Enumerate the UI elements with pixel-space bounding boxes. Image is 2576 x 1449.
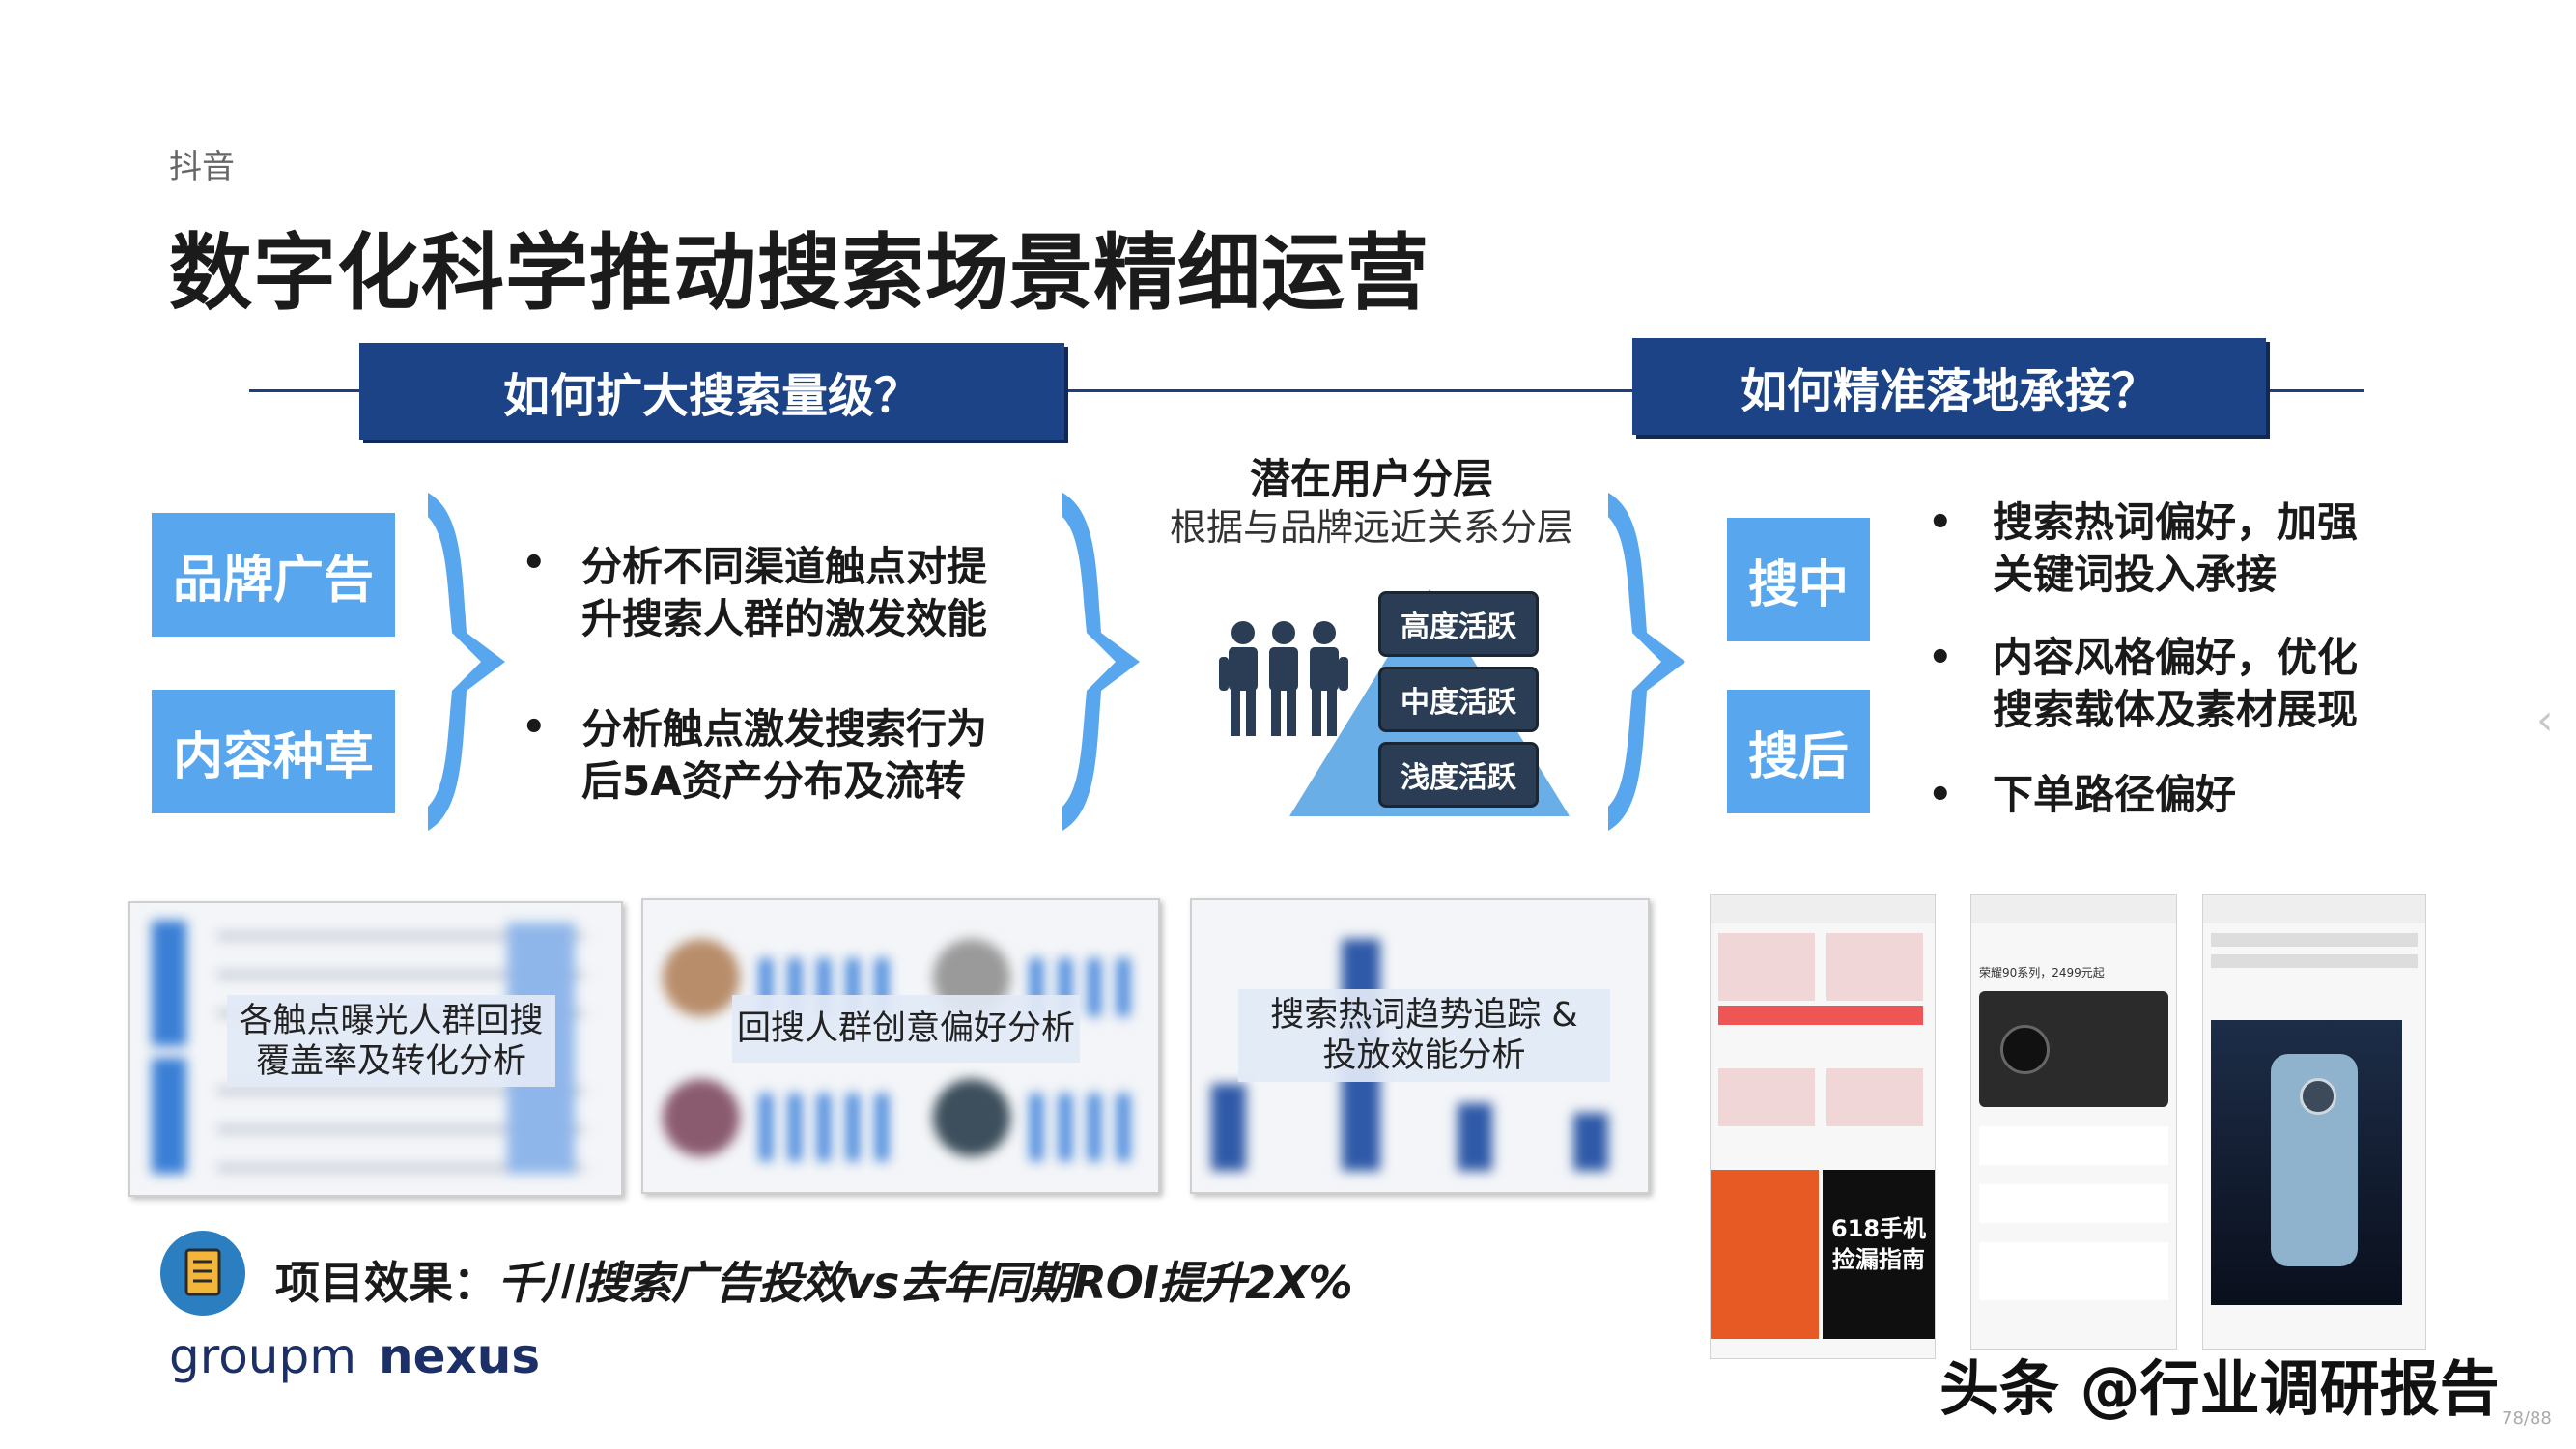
bullet-dot: • xyxy=(1928,500,1953,545)
phone-caption: 荣耀90系列，2499元起 xyxy=(1979,966,2105,980)
right-section-heading: 如何精准落地承接？ xyxy=(1632,338,2266,435)
phone-screenshot-3 xyxy=(2202,894,2426,1350)
left-section-heading: 如何扩大搜索量级？ xyxy=(359,343,1064,440)
bullet-dot: • xyxy=(1928,773,1953,817)
tag-after-search: 搜后 xyxy=(1727,690,1870,813)
analysis-card-3: 搜索热词趋势追踪 &投放效能分析 xyxy=(1190,898,1650,1194)
right-brace-icon xyxy=(1608,493,1685,831)
left-brace-icon xyxy=(428,493,505,831)
source-label: 抖音 xyxy=(169,148,235,186)
center-subtitle: 根据与品牌远近关系分层 xyxy=(1169,506,1573,549)
phone-screenshot-2: 荣耀90系列，2499元起 xyxy=(1970,894,2177,1350)
left-bullet-2: 分析触点激发搜索行为后5A资产分布及流转 xyxy=(581,705,988,805)
center-title: 潜在用户分层 xyxy=(1249,455,1493,502)
tag-during-search: 搜中 xyxy=(1727,518,1870,641)
groupm-nexus-logo: groupm nexus xyxy=(169,1328,541,1384)
card-3-label: 搜索热词趋势追踪 &投放效能分析 xyxy=(1238,989,1610,1082)
page-number: 78/88 xyxy=(2502,1408,2552,1429)
tag-brand-ads: 品牌广告 xyxy=(152,513,395,637)
header-connector-line xyxy=(249,389,2364,392)
chevron-left-icon[interactable]: ‹ xyxy=(2536,696,2554,745)
analysis-card-1: 各触点曝光人群回搜覆盖率及转化分析 xyxy=(128,901,623,1197)
project-effect: 项目效果：千川搜索广告投效vs去年同期ROI提升2X% xyxy=(275,1257,1353,1309)
right-bullet-1: 搜索热词偏好，加强关键词投入承接 xyxy=(1993,498,2359,598)
bullet-dot: • xyxy=(1928,636,1953,680)
phone-screenshot-1: 618手机捡漏指南 xyxy=(1710,894,1936,1359)
page-title: 数字化科学推动搜索场景精细运营 xyxy=(169,225,1430,322)
level-medium-active: 中度活跃 xyxy=(1378,667,1539,732)
left-bullet-1: 分析不同渠道触点对提升搜索人群的激发效能 xyxy=(581,543,988,642)
bullet-dot: • xyxy=(522,541,547,585)
document-icon xyxy=(160,1231,245,1316)
middle-brace-icon xyxy=(1062,493,1140,831)
bullet-dot: • xyxy=(522,705,547,750)
tag-content-seeding: 内容种草 xyxy=(152,690,395,813)
card-blurred-bars xyxy=(1192,900,1648,1192)
analysis-card-2: 回搜人群创意偏好分析 xyxy=(641,898,1160,1194)
promo-guide-banner: 618手机捡漏指南 xyxy=(1823,1170,1935,1339)
watermark-text: 头条 @行业调研报告 xyxy=(1939,1353,2500,1424)
level-high-active: 高度活跃 xyxy=(1378,591,1539,657)
level-low-active: 浅度活跃 xyxy=(1378,742,1539,808)
people-group-icon xyxy=(1219,621,1348,736)
card-2-label: 回搜人群创意偏好分析 xyxy=(732,995,1080,1063)
right-bullet-2: 内容风格偏好，优化搜索载体及素材展现 xyxy=(1993,634,2359,733)
right-bullet-3: 下单路径偏好 xyxy=(1993,771,2237,818)
card-1-label: 各触点曝光人群回搜覆盖率及转化分析 xyxy=(227,995,555,1087)
